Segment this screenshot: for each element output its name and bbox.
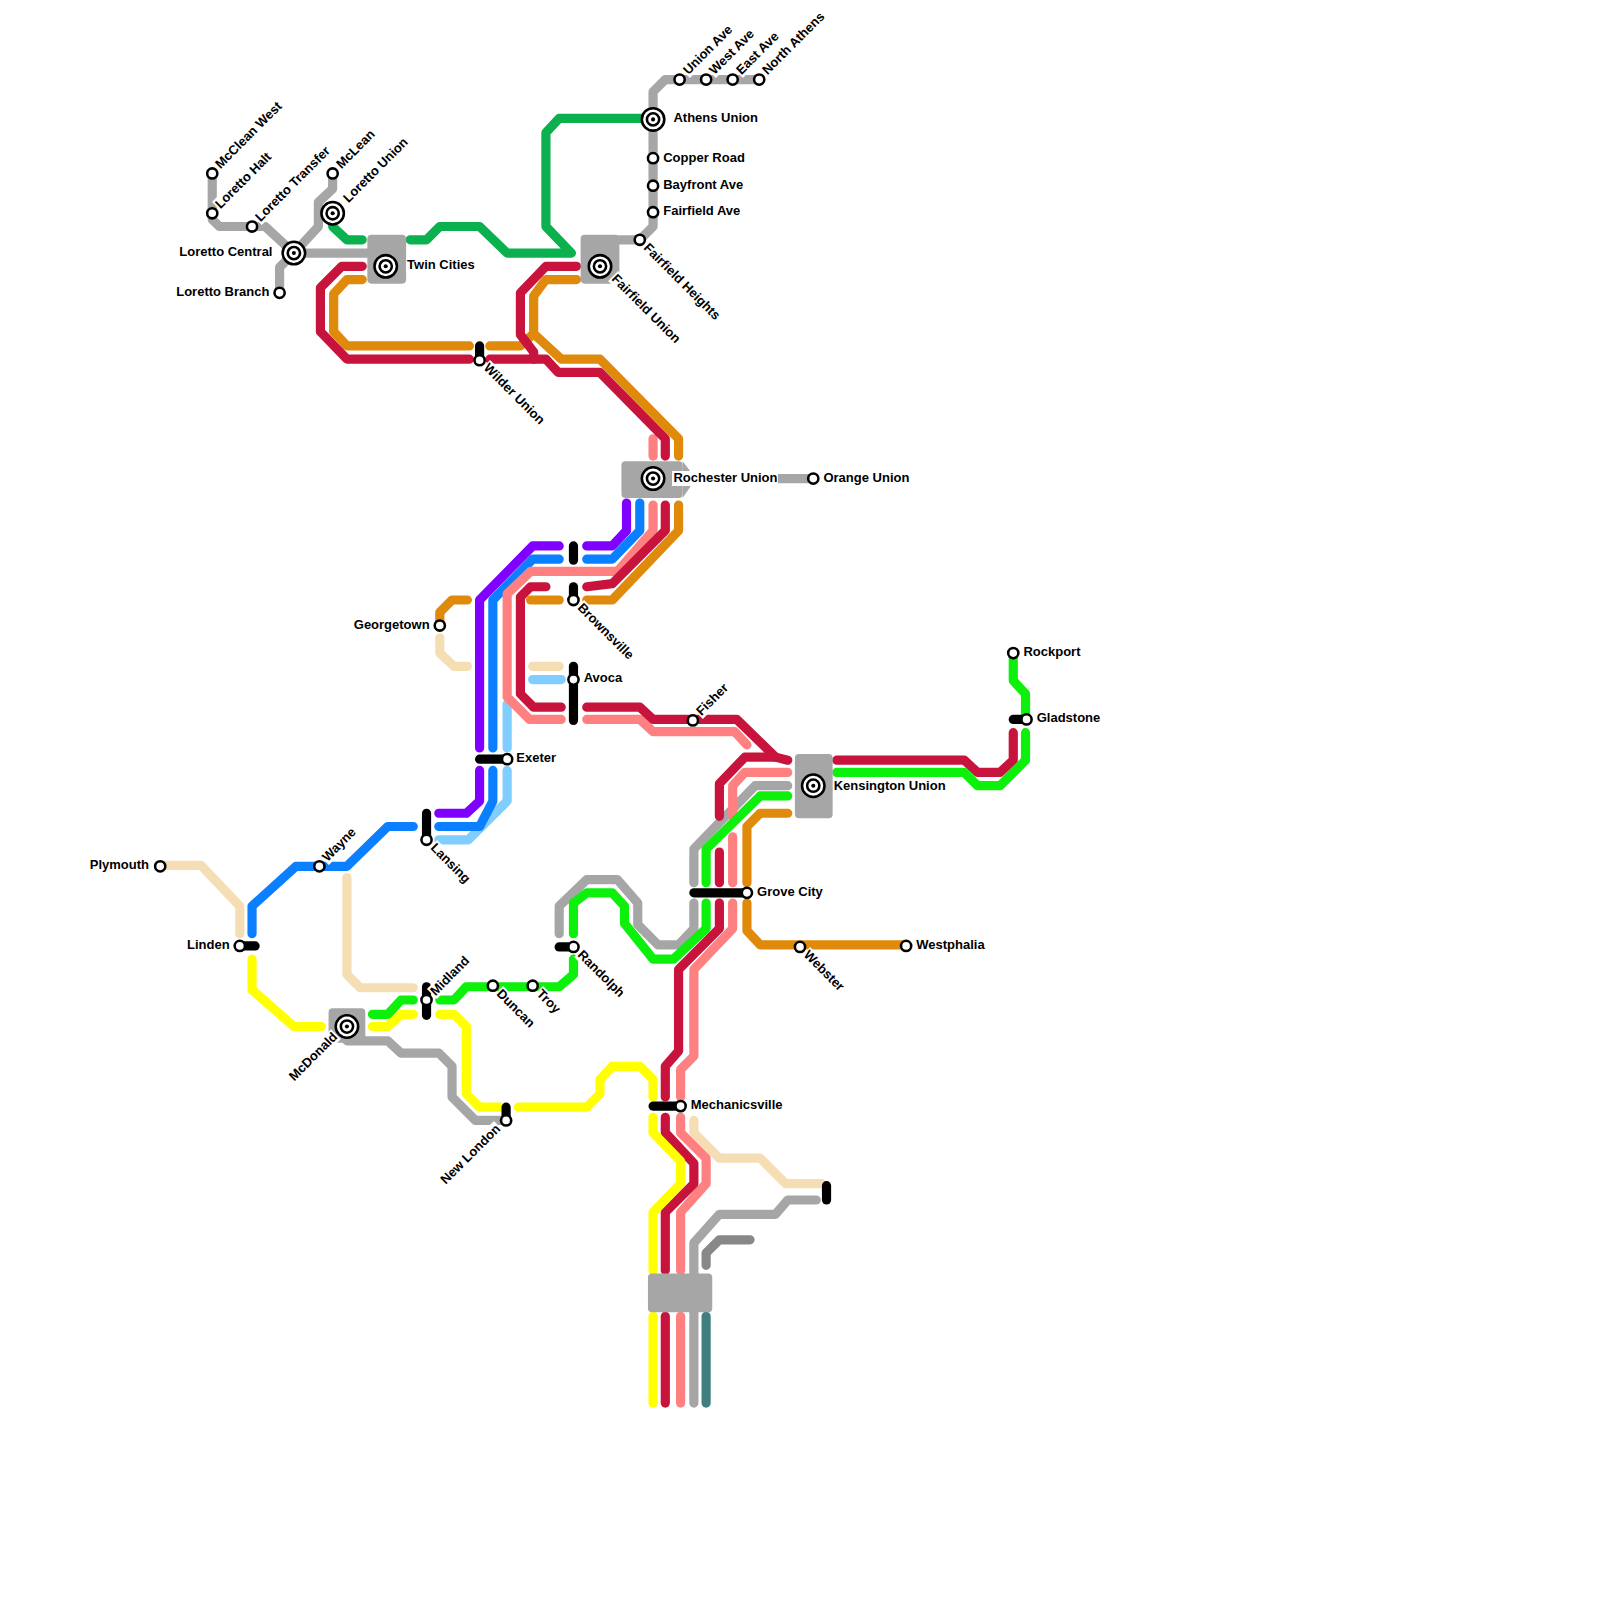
station-name: Georgetown — [353, 618, 431, 632]
station-name: Wilder Union — [480, 360, 548, 428]
station-name: Kensington Union — [833, 779, 947, 793]
station-name: Twin Cities — [406, 258, 476, 272]
station-name: Avoca — [583, 671, 624, 685]
station-name: Webster — [800, 947, 848, 995]
station-name: Westphalia — [915, 938, 985, 952]
station-name: Exeter — [515, 751, 557, 765]
station-name: Fisher — [693, 680, 732, 719]
station-name: Gladstone — [1036, 711, 1102, 725]
station-name: McDonald — [285, 1029, 340, 1084]
station-name: Loretto Central — [178, 245, 273, 259]
station-name: Rochester Union — [672, 471, 778, 485]
station-name: Randolph — [574, 947, 628, 1001]
station-name: Loretto Branch — [175, 285, 270, 299]
station-name: Mechanicsville — [690, 1098, 784, 1112]
station-name: Grove City — [756, 885, 824, 899]
station-name: Orange Union — [822, 471, 910, 485]
station-name: Lansing — [427, 840, 474, 887]
station-name: Fairfield Ave — [662, 204, 741, 218]
station-name: Linden — [186, 938, 231, 952]
station-name: Plymouth — [89, 858, 150, 872]
station-name: Brownsville — [574, 600, 637, 663]
station-name: Bayfront Ave — [662, 178, 744, 192]
station-name: New London — [437, 1121, 504, 1188]
station-name: Athens Union — [672, 111, 759, 125]
station-name: Copper Road — [662, 151, 746, 165]
station-name: Duncan — [493, 986, 538, 1031]
station-name: McClean West — [212, 99, 286, 173]
station-name: Rockport — [1022, 645, 1081, 659]
